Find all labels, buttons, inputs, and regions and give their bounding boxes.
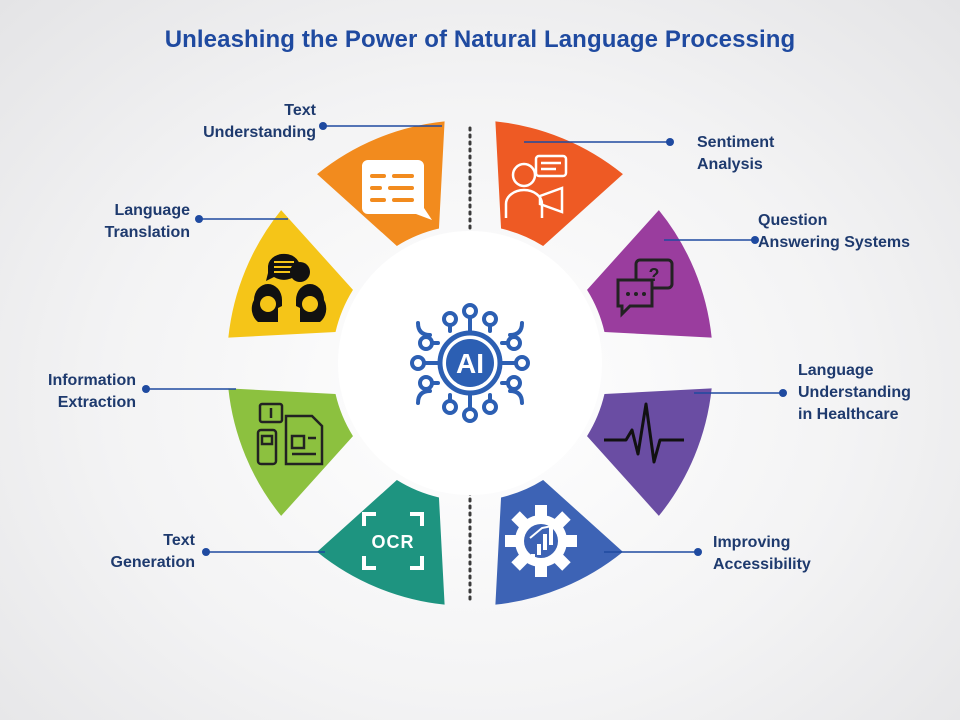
leader-line-accessibility <box>604 548 702 556</box>
segment-icons: ? OCR <box>251 154 684 577</box>
leader-line-healthcare <box>694 389 787 397</box>
ai-chip-icon: AI <box>410 303 530 423</box>
leader-line-sentiment-analysis <box>524 138 674 146</box>
ocr-scan-icon: OCR <box>362 512 424 570</box>
leader-line-information-extraction <box>142 385 236 393</box>
ocr-text: OCR <box>372 532 415 552</box>
leader-line-text-understanding <box>319 122 442 130</box>
center-ai-label: AI <box>456 348 484 379</box>
people-talking-icon <box>251 253 327 322</box>
leader-line-language-translation <box>195 215 288 223</box>
document-devices-icon <box>256 402 324 466</box>
page-title: Unleashing the Power of Natural Language… <box>164 26 796 53</box>
segment-sentiment-analysis <box>495 121 623 246</box>
question-chat-icon: ? <box>616 258 674 318</box>
segment-text-generation <box>317 480 445 605</box>
svg-text:?: ? <box>649 265 660 285</box>
segment-healthcare <box>587 388 712 516</box>
person-megaphone-icon <box>504 154 568 218</box>
leader-line-text-generation <box>202 548 325 556</box>
leader-lines <box>142 122 787 556</box>
segment-information-extraction <box>228 388 353 516</box>
chat-bubble-icon <box>362 160 432 220</box>
heartbeat-icon <box>604 402 684 464</box>
leader-line-question-answering <box>664 236 759 244</box>
gear-chart-icon <box>505 505 577 577</box>
